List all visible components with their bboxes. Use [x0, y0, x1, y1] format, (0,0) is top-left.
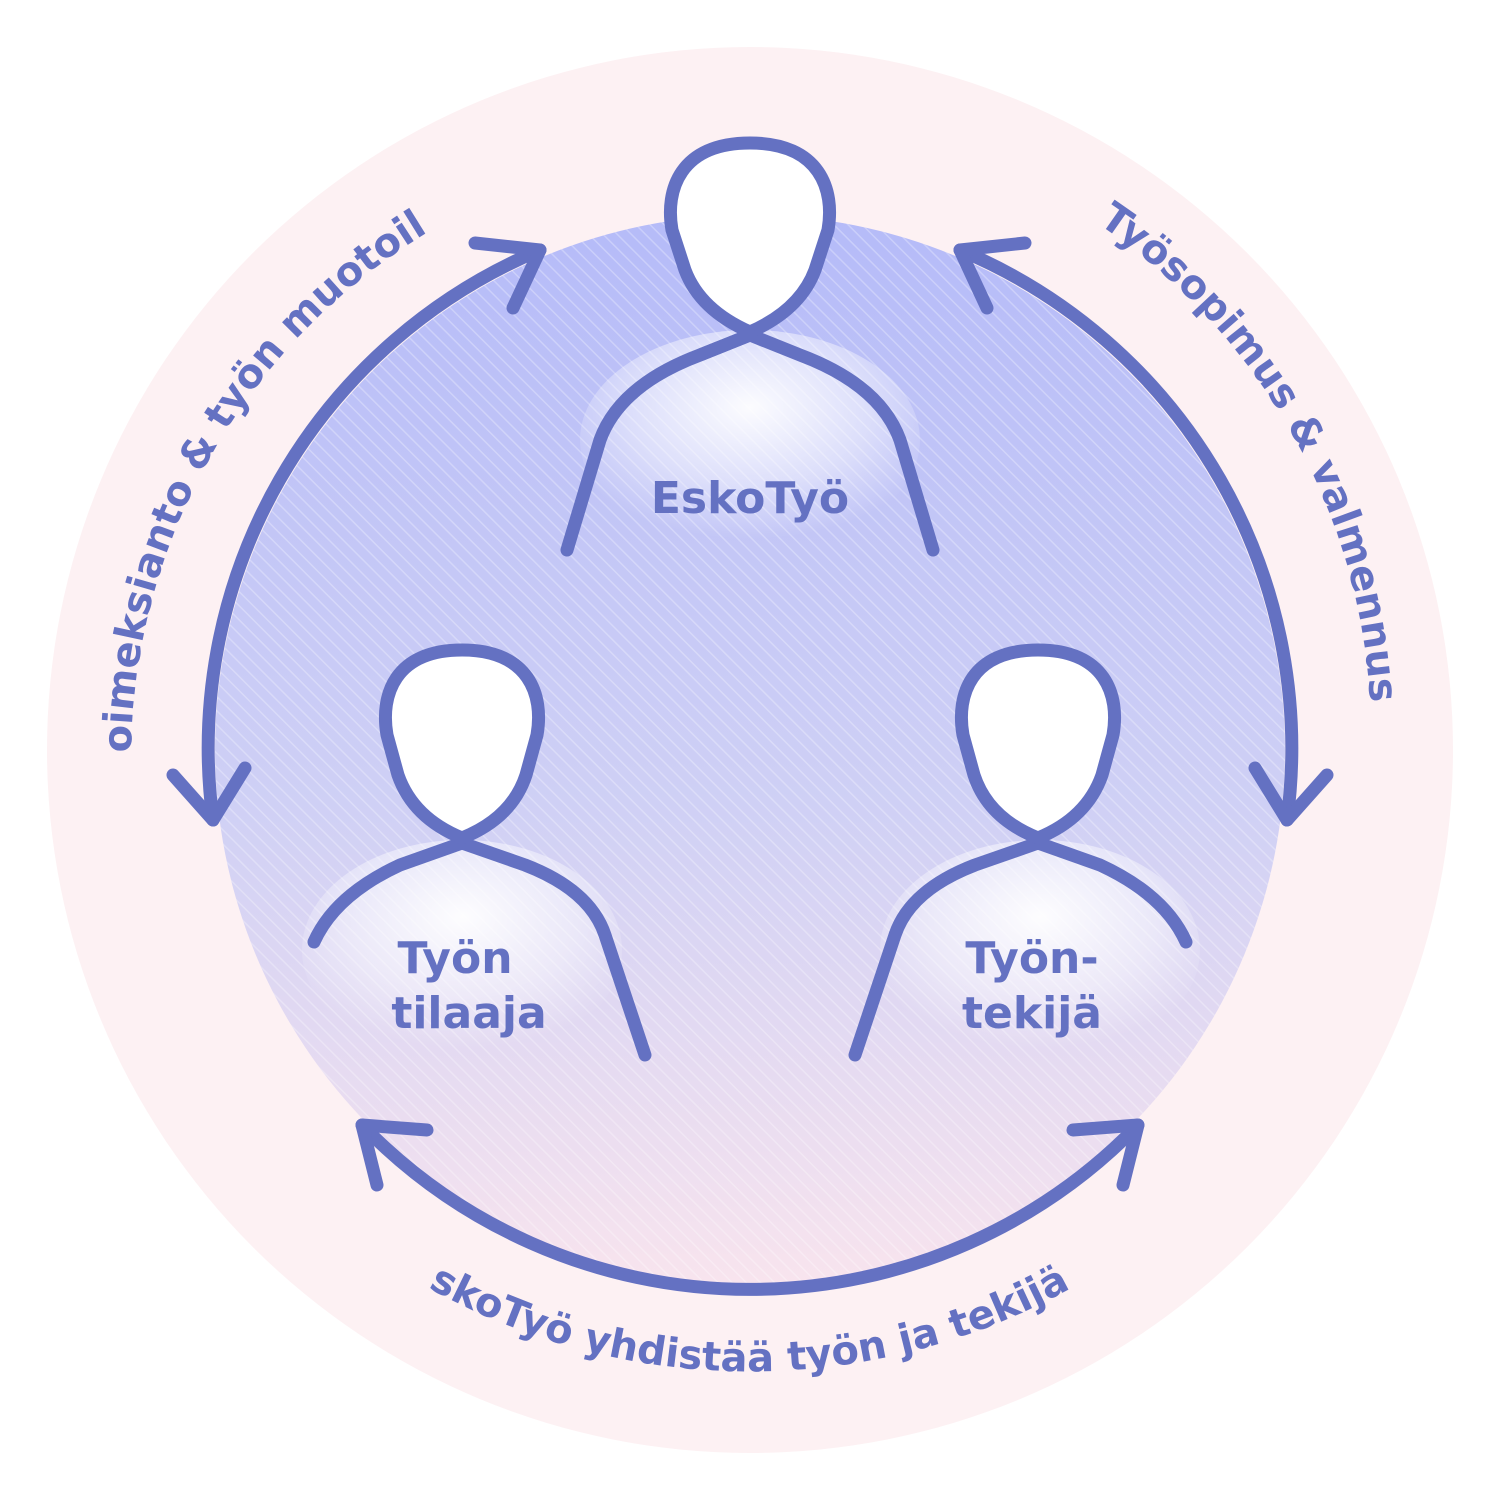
right-person-label-line2: tekijä — [962, 988, 1102, 1039]
top-person-label: EskoTyö — [651, 473, 849, 524]
left-double-arrow — [166, 236, 547, 827]
right-person-chest-glow — [880, 840, 1200, 1060]
left-person-label-line1: Työn — [397, 933, 512, 984]
top-person-chest-glow — [580, 330, 920, 550]
top-person-icon — [560, 136, 940, 557]
left-person-label-line2: tilaaja — [391, 988, 546, 1039]
right-person-label-line1: Työn- — [965, 933, 1098, 984]
bottom-double-arrow — [355, 1118, 1145, 1296]
left-person-icon — [307, 643, 652, 1062]
right-person-icon — [848, 643, 1193, 1062]
left-person-chest-glow — [302, 840, 622, 1060]
right-double-arrow — [953, 236, 1334, 827]
